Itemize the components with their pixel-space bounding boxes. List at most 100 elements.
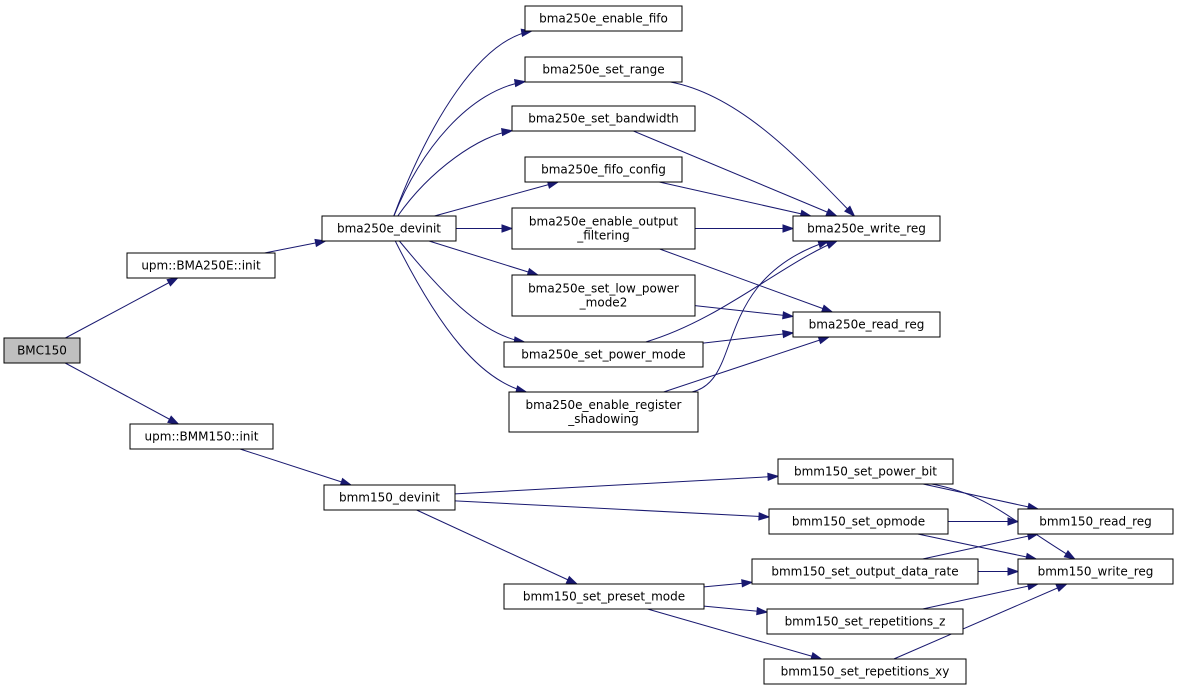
- node-bma_enable_register_shadowing[interactable]: bma250e_enable_register_shadowing: [508, 391, 699, 433]
- node-label: bmm150_write_reg: [1038, 565, 1154, 579]
- node-bmc150[interactable]: BMC150: [3, 337, 81, 364]
- node-box: [524, 5, 683, 32]
- arrowhead-bmm_devinit-to-bmm_set_preset_mode: [565, 575, 579, 585]
- node-label: bma250e_set_range: [542, 63, 664, 77]
- node-bmm_set_opmode[interactable]: bmm150_set_opmode: [768, 508, 949, 535]
- node-box: [503, 341, 704, 368]
- edge-bma_devinit-to-bma_enable_fifo: [393, 30, 532, 217]
- node-layer: BMC150 upm::BMA250E::initupm::BMM150::ini…: [3, 5, 1174, 685]
- node-bmm_write_reg[interactable]: bmm150_write_reg: [1017, 558, 1174, 585]
- node-bma_enable_fifo[interactable]: bma250e_enable_fifo: [524, 5, 683, 32]
- arrowhead-bmm_devinit-to-bmm_set_power_bit: [767, 472, 780, 482]
- edge-bmc150-to-bmm_init: [64, 362, 179, 425]
- edge-bma_set_power_mode-to-bma_write_reg: [645, 240, 838, 343]
- node-box: [511, 105, 696, 132]
- arrowhead-bmm_set_repetitions_xy-to-bmm_write_reg: [1055, 583, 1069, 593]
- node-bma_set_low_power_mode2[interactable]: bma250e_set_low_power_mode2: [511, 274, 696, 317]
- node-box: [511, 207, 696, 250]
- node-box: [511, 274, 696, 317]
- node-box: [766, 608, 964, 635]
- edge-bmm_set_preset_mode-to-bmm_set_repetitions_z: [703, 605, 768, 613]
- node-label: upm::BMM150::init: [145, 430, 259, 444]
- edge-bma_devinit-to-bma_set_low_power_mode2: [428, 240, 539, 276]
- edge-bma_set_power_mode-to-bma_read_reg: [702, 332, 794, 344]
- node-label: bmm150_devinit: [339, 491, 440, 505]
- node-box: [792, 215, 941, 242]
- node-label: upm::BMA250E::init: [141, 259, 261, 273]
- node-label: bma250e_set_low_power: [528, 282, 679, 296]
- edge-bmm_init-to-bmm_devinit: [239, 448, 352, 486]
- node-bmm_set_output_data_rate[interactable]: bmm150_set_output_data_rate: [751, 558, 979, 585]
- edge-bmm_set_repetitions_xy-to-bmm_write_reg: [893, 583, 1067, 660]
- arrowhead-bmm_init-to-bmm_devinit: [339, 477, 353, 486]
- edge-bmm_set_preset_mode-to-bmm_set_repetitions_xy: [647, 608, 822, 660]
- node-box: [763, 658, 967, 685]
- node-label: bmm150_set_preset_mode: [523, 590, 685, 604]
- node-label: BMC150: [17, 344, 67, 358]
- arrowhead-bmm_devinit-to-bmm_set_opmode: [758, 512, 771, 521]
- arrowhead-bmc150-to-bmm_init: [167, 415, 180, 425]
- edge-bmm_set_power_bit-to-bmm_write_reg: [931, 483, 1076, 560]
- node-label: bmm150_set_power_bit: [794, 465, 937, 479]
- edge-bma_devinit-to-bma_fifo_config: [434, 181, 559, 217]
- edge-bmm_set_repetitions_z-to-bmm_write_reg: [922, 583, 1038, 610]
- node-label: bmm150_set_opmode: [792, 515, 925, 529]
- node-bmm_set_repetitions_xy[interactable]: bmm150_set_repetitions_xy: [763, 658, 967, 685]
- edge-bma_devinit-to-bma_set_bandwidth: [397, 130, 513, 217]
- edge-bma_fifo_config-to-bma_write_reg: [659, 181, 811, 217]
- edge-bmm_set_power_bit-to-bmm_read_reg: [922, 483, 1039, 510]
- arrowhead-bmm_set_output_data_rate-to-bmm_write_reg: [1007, 567, 1020, 576]
- node-bmm_set_power_bit[interactable]: bmm150_set_power_bit: [777, 458, 954, 485]
- node-label: bmm150_set_repetitions_xy: [781, 665, 950, 679]
- arrowhead-bma_set_power_mode-to-bma_read_reg: [782, 329, 795, 339]
- node-label: bma250e_write_reg: [807, 222, 926, 236]
- node-box: [524, 56, 683, 83]
- node-bmm_read_reg[interactable]: bmm150_read_reg: [1017, 508, 1174, 535]
- node-bmm_set_preset_mode[interactable]: bmm150_set_preset_mode: [503, 583, 705, 610]
- node-bma_init[interactable]: upm::BMA250E::init: [126, 252, 276, 279]
- arrowhead-bma_devinit-to-bma_set_range: [513, 78, 527, 88]
- node-label: bmm150_set_output_data_rate: [771, 565, 958, 579]
- edge-bmm_devinit-to-bmm_set_opmode: [454, 500, 770, 518]
- edge-layer: [64, 28, 1077, 661]
- node-bmm_init[interactable]: upm::BMM150::init: [129, 423, 274, 450]
- edge-bmm_devinit-to-bmm_set_power_bit: [454, 475, 779, 495]
- edge-bma_set_bandwidth-to-bma_write_reg: [633, 130, 837, 217]
- node-bmm_set_repetitions_z[interactable]: bmm150_set_repetitions_z: [766, 608, 964, 635]
- arrowhead-bma_set_bandwidth-to-bma_write_reg: [825, 208, 839, 217]
- node-label: _mode2: [579, 296, 628, 310]
- node-bma_read_reg[interactable]: bma250e_read_reg: [792, 311, 941, 338]
- edge-bma_set_range-to-bma_write_reg: [670, 81, 855, 217]
- node-bma_devinit[interactable]: bma250e_devinit: [321, 215, 457, 242]
- node-box: [321, 215, 457, 242]
- node-box: [751, 558, 979, 585]
- node-label: _shadowing: [567, 412, 639, 426]
- edge-bma_devinit-to-bma_enable_register_shadowing: [394, 240, 527, 393]
- node-bma_set_power_mode[interactable]: bma250e_set_power_mode: [503, 341, 704, 368]
- node-bmm_devinit[interactable]: bmm150_devinit: [323, 484, 456, 511]
- arrowhead-bma_enable_output_filtering-to-bma_write_reg: [782, 224, 795, 233]
- edge-bmc150-to-bma_init: [65, 277, 178, 339]
- node-bma_set_bandwidth[interactable]: bma250e_set_bandwidth: [511, 105, 696, 132]
- edge-bmm_devinit-to-bmm_set_preset_mode: [416, 509, 578, 585]
- arrowhead-bmm_set_power_bit-to-bmm_write_reg: [1063, 549, 1077, 560]
- node-label: bma250e_enable_output: [529, 215, 678, 229]
- node-box: [508, 391, 699, 433]
- node-label: bma250e_fifo_config: [541, 163, 666, 177]
- edge-bma_devinit-to-bma_set_range: [393, 81, 526, 217]
- node-box: [3, 337, 81, 364]
- node-label: bmm150_set_repetitions_z: [785, 615, 946, 629]
- edge-bma_enable_register_shadowing-to-bma_write_reg: [691, 240, 829, 393]
- arrowhead-bma_enable_register_shadowing-to-bma_read_reg: [817, 336, 831, 345]
- node-box: [777, 458, 954, 485]
- node-bma_enable_output_filtering[interactable]: bma250e_enable_output_filtering: [511, 207, 696, 250]
- node-bma_fifo_config[interactable]: bma250e_fifo_config: [524, 156, 683, 183]
- node-box: [323, 484, 456, 511]
- arrowhead-bmm_set_preset_mode-to-bmm_set_output_data_rate: [741, 579, 754, 588]
- node-box: [129, 423, 274, 450]
- node-bma_set_range[interactable]: bma250e_set_range: [524, 56, 683, 83]
- node-box: [126, 252, 276, 279]
- node-bma_write_reg[interactable]: bma250e_write_reg: [792, 215, 941, 242]
- edge-bmm_set_opmode-to-bmm_write_reg: [917, 533, 1037, 560]
